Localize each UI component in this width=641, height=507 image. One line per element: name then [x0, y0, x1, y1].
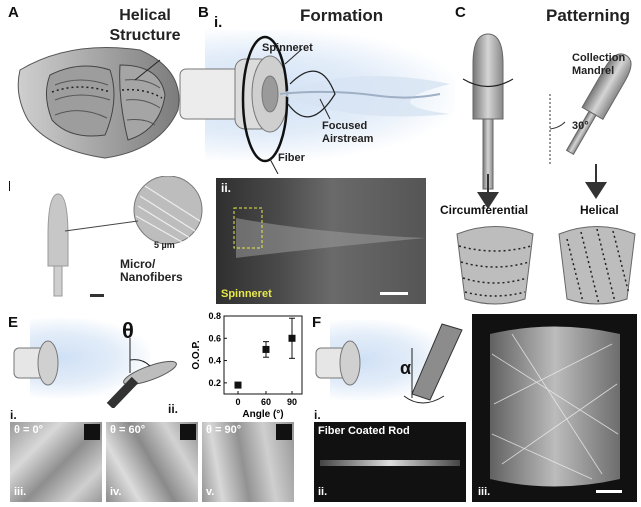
- theta-label: θ: [122, 318, 134, 343]
- sem3-label: θ = 90°: [206, 424, 242, 436]
- panel-e-roman-iv: iv.: [110, 486, 122, 498]
- panel-e-roman-i: i.: [10, 408, 17, 422]
- alpha-label: α: [400, 358, 412, 378]
- y-tick-label-1: 0.4: [208, 356, 221, 366]
- panel-b-ii-scalebar: [380, 292, 408, 295]
- data-point-0: [234, 381, 242, 389]
- fiber-coated-mandrel-image: [10, 176, 210, 302]
- panel-e-roman-iii: iii.: [14, 486, 27, 498]
- spinneret-label: Spinneret: [262, 42, 313, 54]
- y-tick-label-0: 0.2: [208, 378, 221, 388]
- panel-e-roman-v: v.: [206, 486, 215, 498]
- sem1-label: θ = 0°: [14, 424, 43, 436]
- panel-e-label: E: [8, 314, 19, 331]
- panel-b-roman-ii: ii.: [221, 181, 232, 195]
- panel-f-iii-scalebar: [596, 490, 622, 493]
- panel-f-label: F: [312, 314, 322, 331]
- heart-helical-illustration: [17, 47, 180, 159]
- panel-b-label: B: [198, 4, 209, 21]
- data-point-2: [288, 334, 296, 342]
- airstream-micrograph: [216, 178, 426, 304]
- mandrel-illustration: [456, 33, 636, 305]
- fiber-coated-rod-image: [314, 422, 466, 502]
- panel-f-setup-illustration: [315, 323, 463, 404]
- x-tick-label-1: 60: [261, 397, 271, 407]
- panel-c-label: C: [455, 4, 466, 21]
- fiber-coated-rod-label: Fiber Coated Rod: [318, 425, 410, 437]
- y-tick-label-3: 0.8: [208, 311, 221, 321]
- x-tick-label-0: 0: [235, 397, 240, 407]
- y-tick-label-2: 0.6: [208, 333, 221, 343]
- panel-f-roman-iii: iii.: [478, 486, 491, 498]
- panel-d-scale: 5 µm: [154, 240, 175, 250]
- panel-f-roman-ii: ii.: [318, 486, 328, 498]
- data-point-1: [262, 345, 270, 353]
- panel-c-title: Patterning: [546, 6, 631, 25]
- panel-e-setup-illustration: [13, 338, 177, 408]
- micro-nanofibers-label: Micro/ Nanofibers: [120, 257, 183, 284]
- y-axis-label: O.O.P.: [191, 340, 202, 369]
- circumferential-label: Circumferential: [440, 203, 529, 217]
- sem2-label: θ = 60°: [110, 424, 146, 436]
- panel-a-label: A: [8, 4, 19, 21]
- chart-frame: [223, 315, 303, 395]
- airstream-label: Focused Airstream: [322, 120, 374, 145]
- fft-inset-1: [84, 424, 100, 440]
- fft-inset-3: [276, 424, 292, 440]
- fft-inset-2: [180, 424, 196, 440]
- spinneret-illustration: [179, 35, 450, 174]
- angle-30-label: 30°: [572, 120, 589, 132]
- panel-b-roman-i: i.: [214, 14, 223, 31]
- panel-b-title: Formation: [300, 6, 384, 25]
- fiber-label: Fiber: [278, 152, 305, 164]
- panel-a-title: Helical Structure: [109, 7, 181, 44]
- panel-f-roman-i: i.: [314, 408, 321, 422]
- x-axis-label: Angle (°): [242, 409, 283, 420]
- spinneret-micro-label: Spinneret: [221, 288, 272, 300]
- x-tick-label-2: 90: [287, 397, 297, 407]
- helical-label: Helical: [580, 203, 619, 217]
- panel-e-roman-ii: ii.: [168, 402, 179, 416]
- collection-mandrel-label: Collection Mandrel: [572, 52, 626, 77]
- fiber-scaffold-3d-image: [472, 314, 637, 502]
